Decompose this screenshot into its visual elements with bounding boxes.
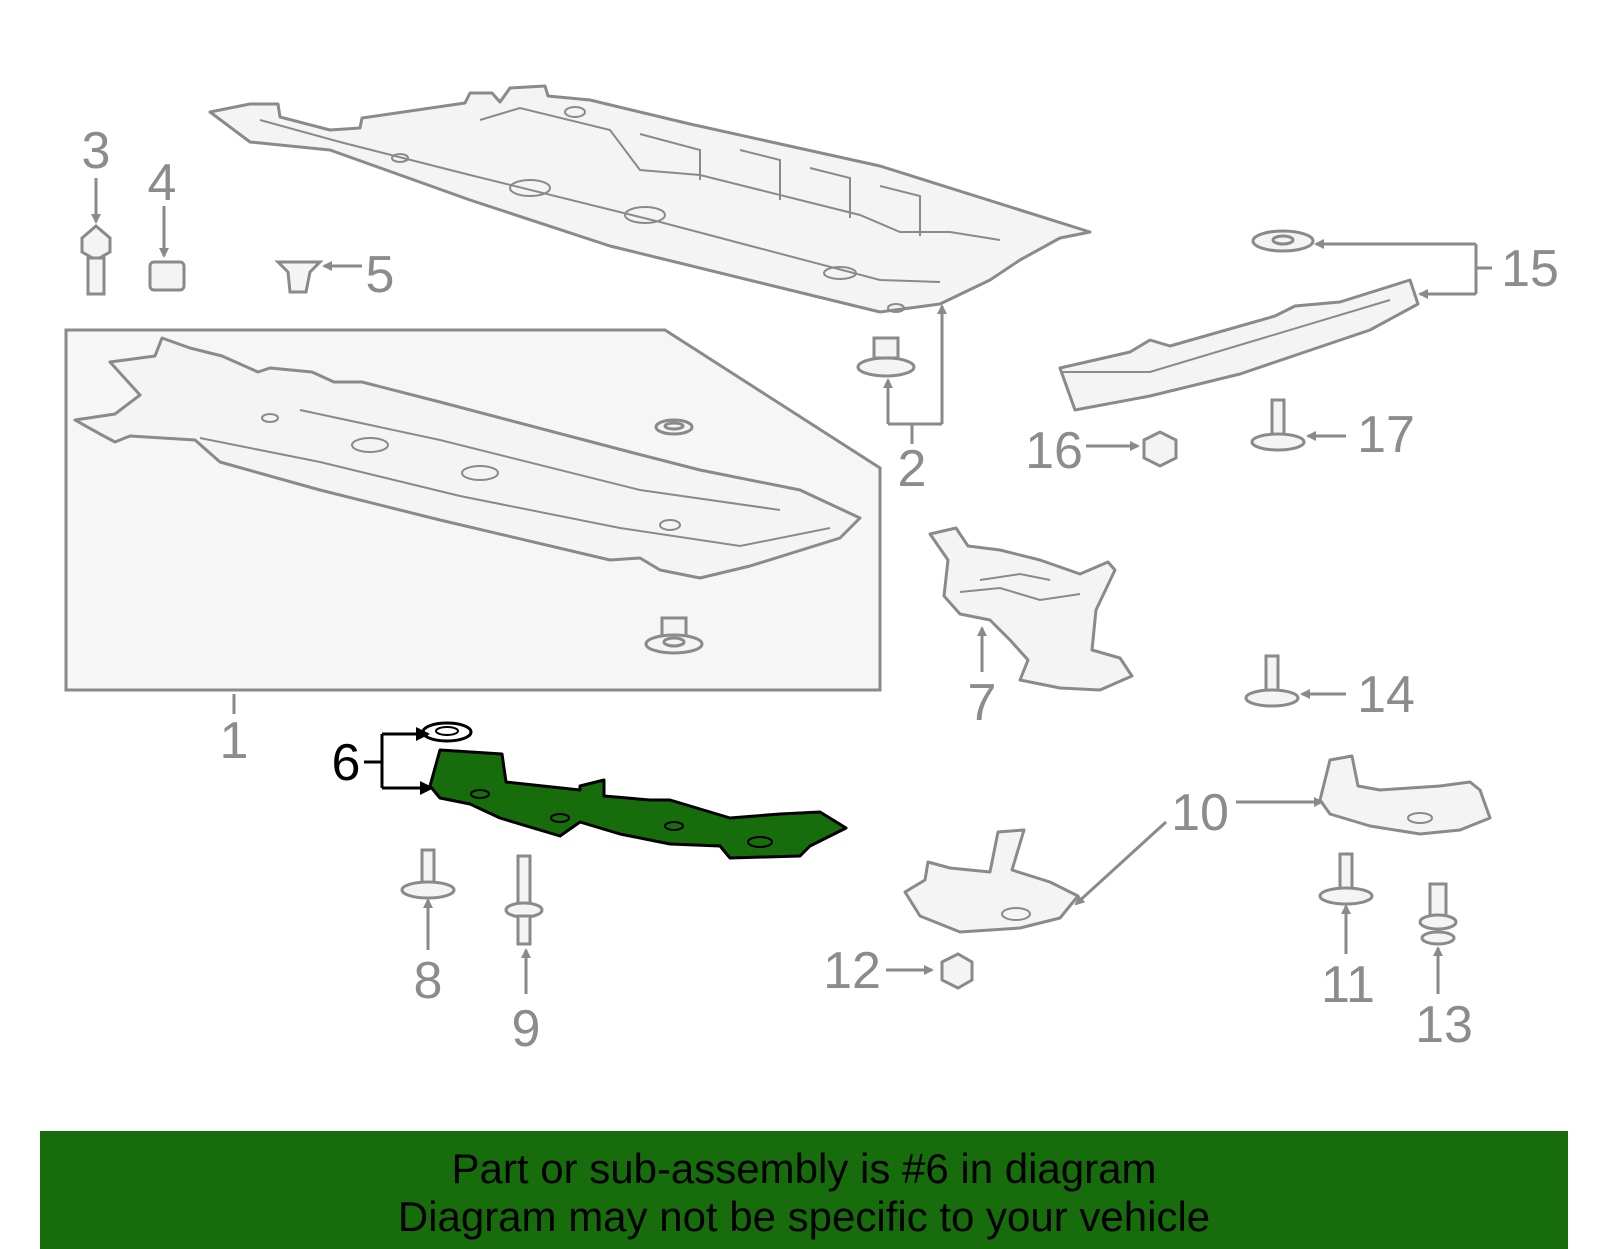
callout-16: 16 xyxy=(1025,422,1083,480)
leader-lines xyxy=(91,178,1492,994)
info-banner: Part or sub-assembly is #6 in diagram Di… xyxy=(40,1131,1568,1249)
callout-2: 2 xyxy=(898,440,927,498)
part-7-bracket[interactable] xyxy=(928,526,1134,692)
part-15-deflector[interactable] xyxy=(1058,229,1420,412)
banner-line-2: Diagram may not be specific to your vehi… xyxy=(397,1193,1211,1240)
hardware xyxy=(80,224,1458,990)
callout-9: 9 xyxy=(512,1000,541,1058)
callout-4: 4 xyxy=(148,154,177,212)
callout-13: 13 xyxy=(1415,996,1473,1054)
callout-11: 11 xyxy=(1321,956,1375,1014)
callout-1: 1 xyxy=(220,712,249,770)
callout-14: 14 xyxy=(1357,666,1415,724)
banner-line-1: Part or sub-assembly is #6 in diagram xyxy=(451,1145,1157,1192)
part-1-assembly-box[interactable] xyxy=(64,328,882,692)
callout-15: 15 xyxy=(1501,240,1559,298)
callout-6: 6 xyxy=(332,734,361,792)
part-2-splash-shield[interactable] xyxy=(208,84,1092,314)
callout-7: 7 xyxy=(968,674,997,732)
part-6-highlighted[interactable] xyxy=(421,721,848,860)
callout-17: 17 xyxy=(1357,406,1415,464)
part-10-brackets[interactable] xyxy=(903,754,1492,934)
callout-8: 8 xyxy=(414,952,443,1010)
callout-12: 12 xyxy=(823,942,881,1000)
callout-5: 5 xyxy=(366,246,395,304)
callout-10: 10 xyxy=(1171,784,1229,842)
callout-3: 3 xyxy=(82,122,111,180)
